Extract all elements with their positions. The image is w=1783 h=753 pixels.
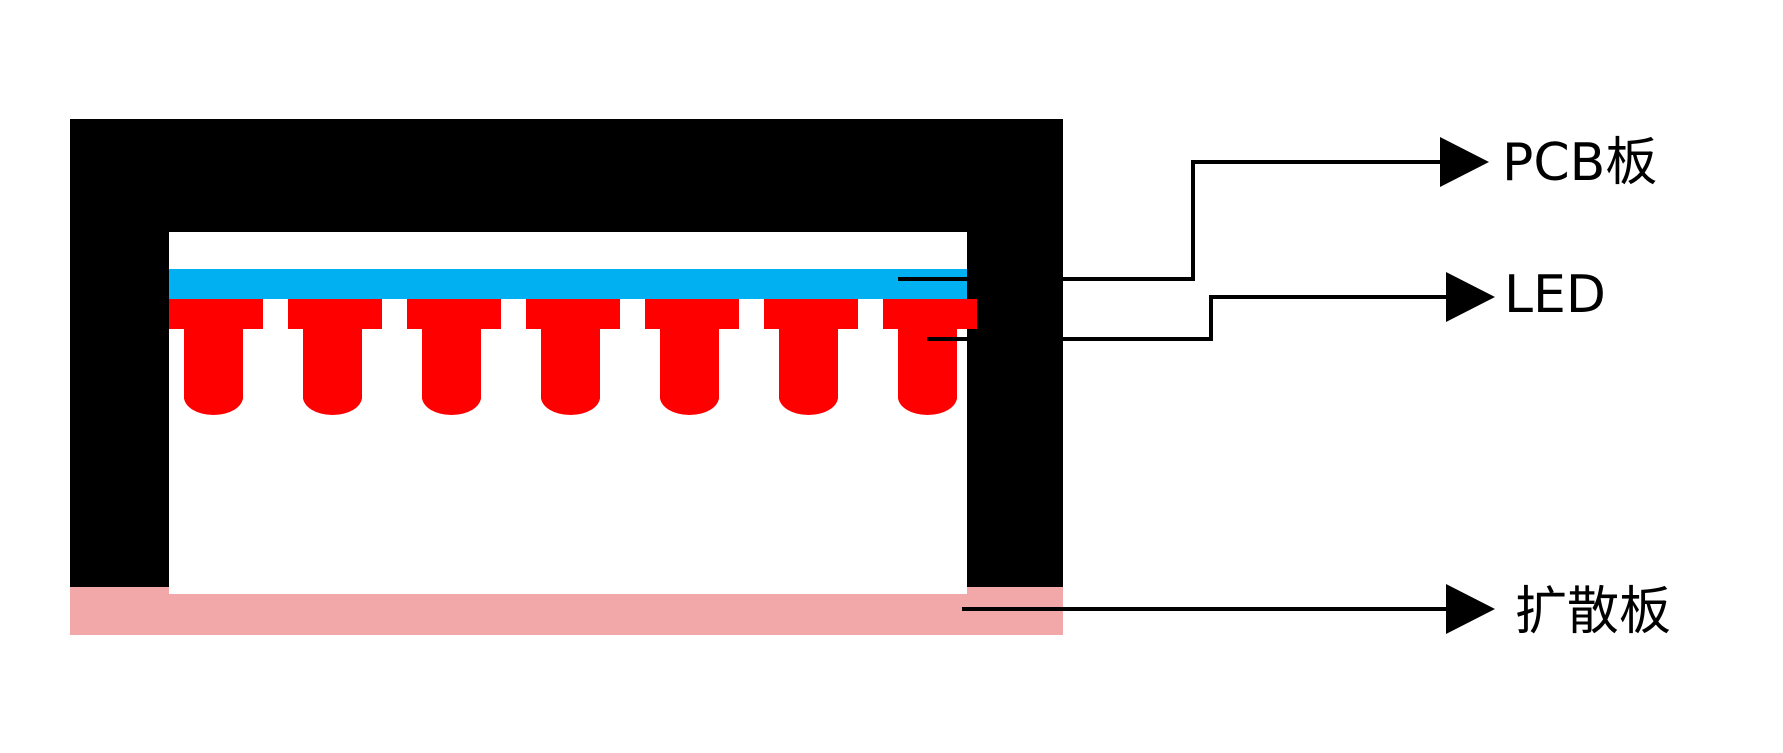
led-array <box>169 299 977 415</box>
led-dome <box>422 379 481 415</box>
pcb-leader-line <box>898 160 1440 281</box>
led-dome <box>660 379 719 415</box>
housing-top <box>70 119 1063 232</box>
pcb-label: PCB板 <box>1502 133 1657 193</box>
led-dome <box>898 379 957 415</box>
led-5 <box>645 299 739 415</box>
led-7 <box>883 299 977 415</box>
led-cap <box>883 299 977 329</box>
led-3 <box>407 299 501 415</box>
diffuser-arrow-head <box>1446 584 1495 634</box>
led-1 <box>169 299 263 415</box>
housing <box>70 119 1063 610</box>
led-dome <box>541 379 600 415</box>
led-leader <box>927 272 1495 341</box>
diffuser-inner-edge <box>169 587 967 594</box>
housing-right-wall <box>967 119 1063 610</box>
led-cap <box>407 299 501 329</box>
led-arrow-head <box>1446 272 1495 322</box>
housing-left-wall <box>70 119 169 610</box>
led-cap <box>169 299 263 329</box>
diffuser-plate <box>70 587 1063 635</box>
pcb-leader <box>898 137 1489 281</box>
led-2 <box>288 299 382 415</box>
diffuser-leader <box>962 584 1495 634</box>
led-cap <box>288 299 382 329</box>
diffuser-label: 扩散板 <box>1515 582 1671 642</box>
led-4 <box>526 299 620 415</box>
led-6 <box>764 299 858 415</box>
led-dome <box>303 379 362 415</box>
led-dome <box>779 379 838 415</box>
led-cap <box>764 299 858 329</box>
led-cap <box>645 299 739 329</box>
led-label: LED <box>1504 265 1606 325</box>
led-cap <box>526 299 620 329</box>
led-dome <box>184 379 243 415</box>
pcb-board <box>169 269 967 299</box>
pcb-arrow-head <box>1440 137 1489 187</box>
led-leader-line <box>927 295 1446 341</box>
